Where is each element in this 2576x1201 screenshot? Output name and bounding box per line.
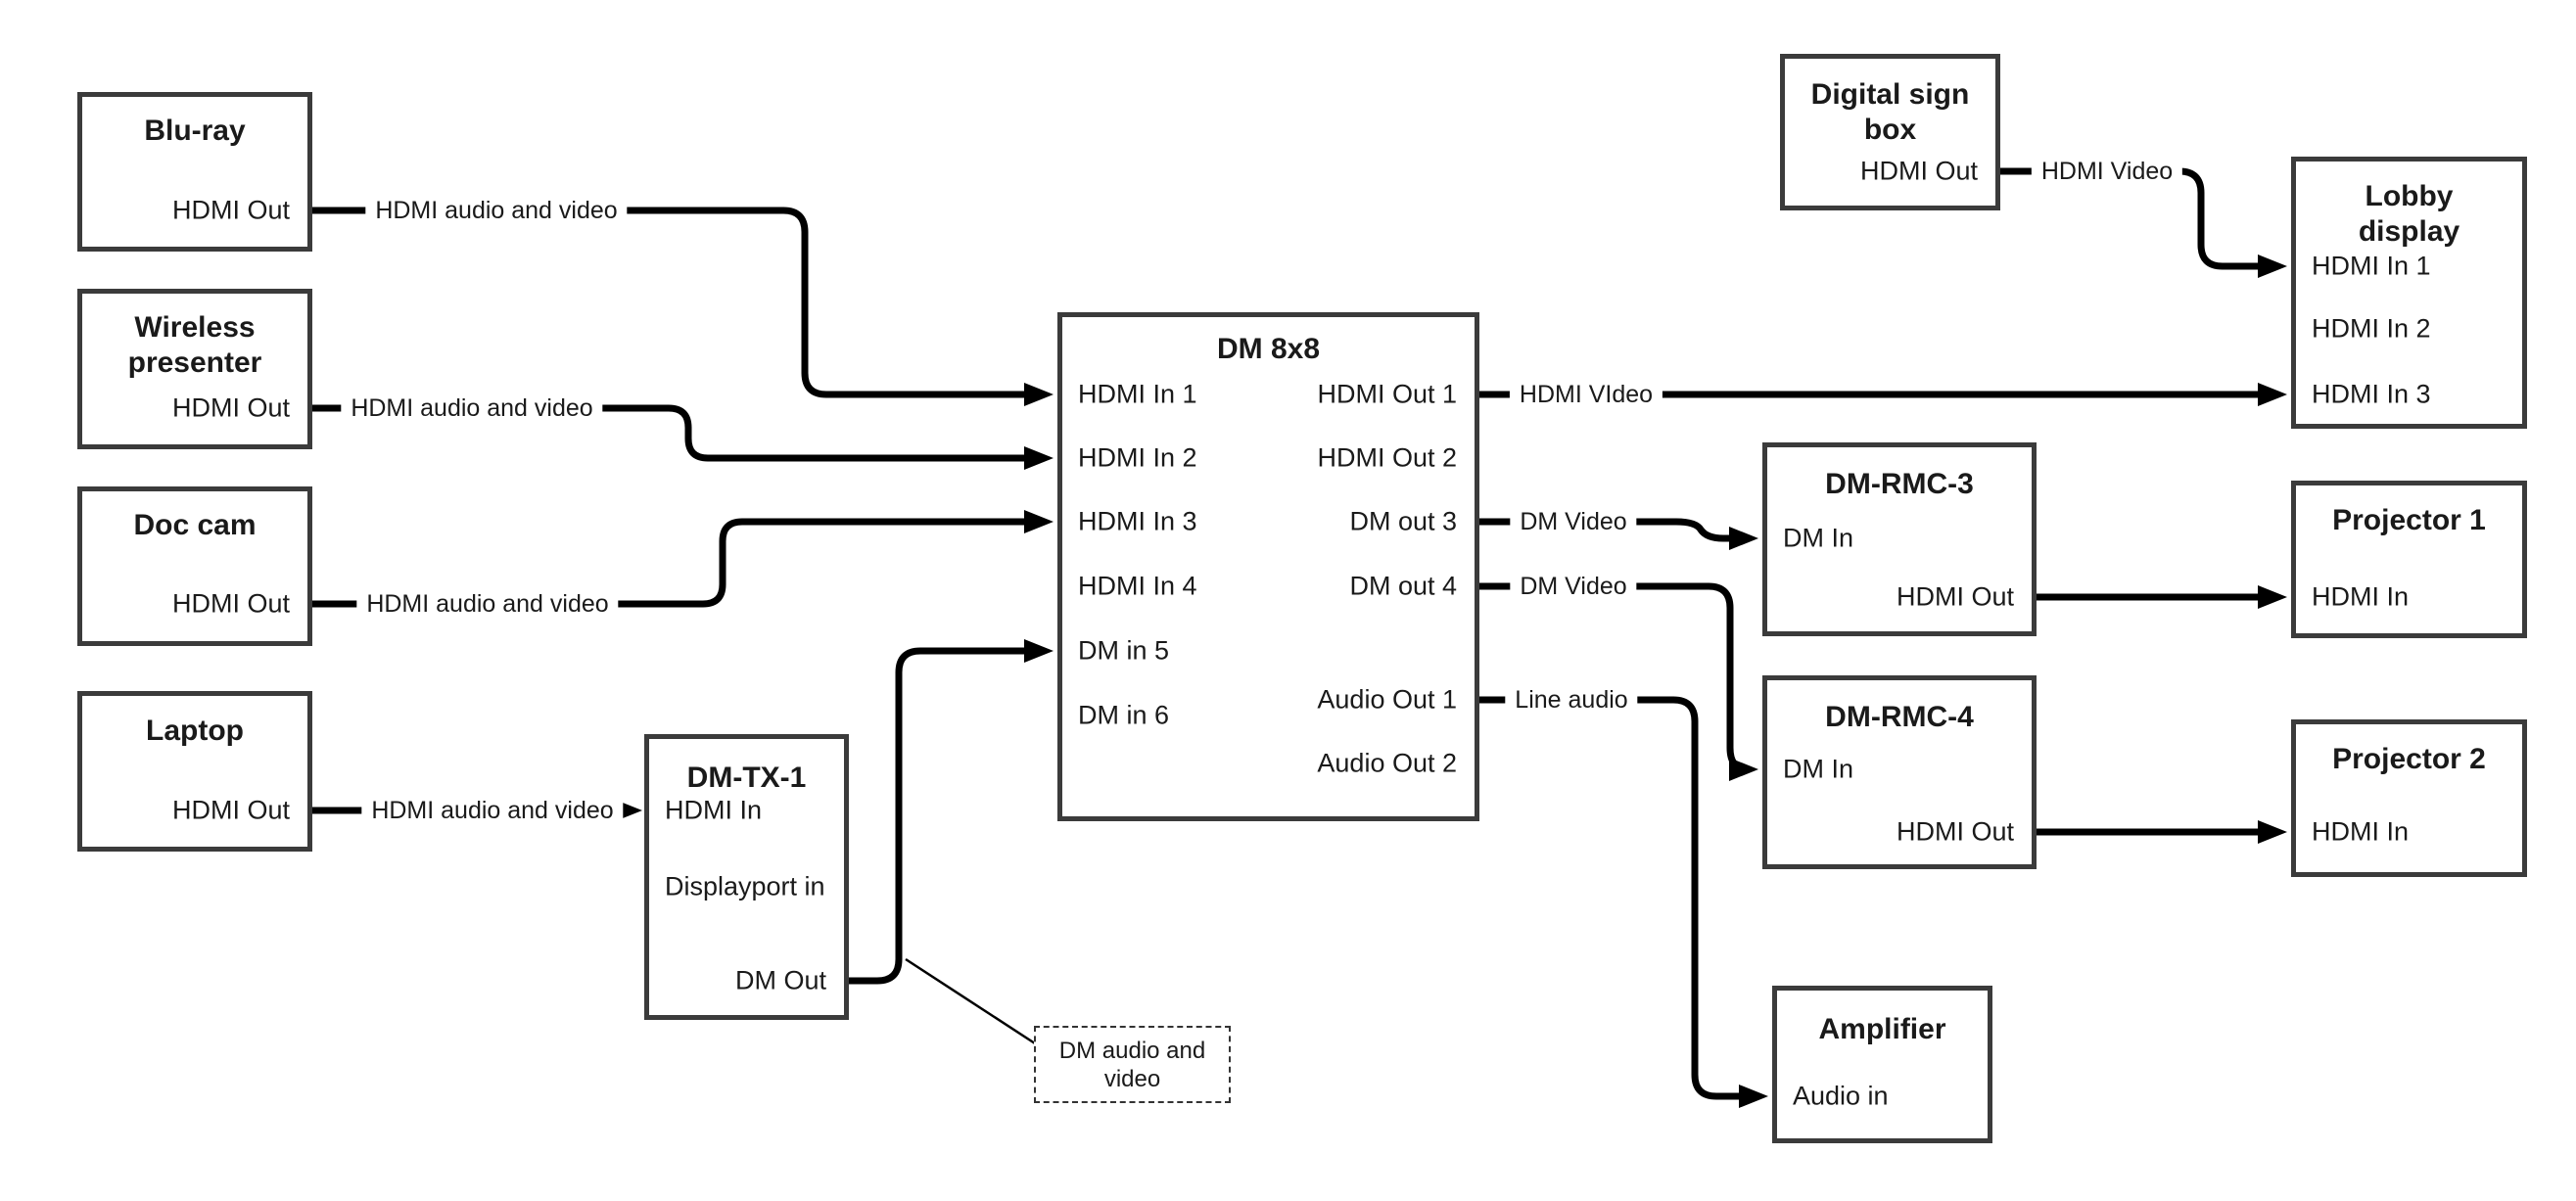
node-digital-sign-title-line1: Digital sign [1810, 78, 1970, 111]
node-projector1-title: Projector 1 [2332, 504, 2486, 536]
arrowhead-dmrmc3-dm-in [1729, 527, 1758, 550]
cable-bluray-to-dm8x8-in1 [312, 207, 1028, 398]
port-laptop-hdmi-out: HDMI Out [171, 795, 290, 825]
edge-label-hdmi-video-out1: HDMI VIdeo [1509, 380, 1663, 409]
port-dmrmc4-dm-in: DM In [1783, 754, 1854, 784]
node-laptop-title: Laptop [146, 715, 244, 747]
cable-dmtx1-to-dm8x8-in5 [849, 647, 1028, 985]
port-dmtx1-dm-out: DM Out [734, 965, 826, 995]
port-projector1-hdmi-in: HDMI In [2312, 581, 2410, 612]
arrowhead-projector1-hdmi-in [2258, 585, 2287, 609]
node-amplifier: Amplifier Audio in [1772, 986, 1992, 1143]
node-digital-sign-box: Digital sign box HDMI Out [1780, 54, 2000, 210]
node-lobby-title-line2: display [2358, 215, 2460, 248]
port-dm8x8-hdmi-in-2: HDMI In 2 [1078, 442, 1197, 473]
node-digital-sign-title-line2: box [1863, 114, 1917, 146]
port-dm8x8-hdmi-in-1: HDMI In 1 [1078, 379, 1197, 409]
arrowhead-dm8x8-in2 [1024, 446, 1054, 470]
port-dm8x8-dm-out-4: DM out 4 [1349, 571, 1457, 601]
note-leader-line [905, 957, 1036, 1045]
node-dm8x8-title: DM 8x8 [1216, 333, 1321, 365]
cable-dm8x8-out4-to-dmrmc4 [1479, 582, 1749, 773]
node-dmrmc3-title: DM-RMC-3 [1825, 468, 1974, 500]
port-amplifier-audio-in: Audio in [1793, 1081, 1889, 1111]
node-projector2-title: Projector 2 [2332, 743, 2486, 775]
node-doccam-title: Doc cam [133, 509, 257, 541]
arrowhead-lobby-in1 [2258, 254, 2287, 278]
edge-label-sign-hdmi-video: HDMI Video [2031, 157, 2183, 186]
note-line2: video [1103, 1065, 1161, 1092]
port-dm8x8-hdmi-out-1: HDMI Out 1 [1317, 379, 1457, 409]
port-dmtx1-hdmi-in: HDMI In [665, 795, 763, 825]
port-dm8x8-audio-out-1: Audio Out 1 [1317, 684, 1457, 715]
cable-wireless-to-dm8x8-in2 [312, 404, 1028, 462]
arrowhead-dm8x8-in5 [1024, 639, 1054, 663]
port-dm8x8-hdmi-in-4: HDMI In 4 [1078, 571, 1197, 601]
port-doccam-hdmi-out: HDMI Out [171, 588, 290, 619]
node-dmtx1-title: DM-TX-1 [686, 762, 807, 794]
cable-dm8x8-aout1-to-amplifier [1479, 696, 1739, 1100]
edge-label-dm-video-out3: DM Video [1510, 507, 1637, 536]
node-bluray: Blu-ray HDMI Out [77, 92, 312, 252]
port-wireless-hdmi-out: HDMI Out [171, 393, 290, 423]
port-dm8x8-hdmi-out-2: HDMI Out 2 [1317, 442, 1457, 473]
arrowhead-dm8x8-in1 [1024, 383, 1054, 406]
cable-dm8x8-out3-to-dmrmc3 [1479, 518, 1731, 542]
port-digital-sign-hdmi-out: HDMI Out [1859, 156, 1978, 186]
port-lobby-hdmi-in-3: HDMI In 3 [2312, 379, 2431, 409]
port-dmrmc3-dm-in: DM In [1783, 523, 1854, 553]
node-wireless-presenter: Wireless presenter HDMI Out [77, 289, 312, 449]
edge-label-line-audio: Line audio [1505, 685, 1638, 715]
node-lobby-title-line1: Lobby [2365, 180, 2454, 212]
arrowhead-lobby-in3 [2258, 383, 2287, 406]
node-dmrmc3: DM-RMC-3 DM In HDMI Out [1762, 442, 2037, 636]
port-dmrmc3-hdmi-out: HDMI Out [1896, 581, 2014, 612]
cable-doccam-to-dm8x8-in3 [312, 518, 1028, 608]
arrowhead-dmrmc4-dm-in [1729, 758, 1758, 781]
node-dmrmc4: DM-RMC-4 DM In HDMI Out [1762, 675, 2037, 869]
node-doccam: Doc cam HDMI Out [77, 486, 312, 646]
port-dmrmc4-hdmi-out: HDMI Out [1896, 816, 2014, 847]
node-lobby-display: Lobby display HDMI In 1 HDMI In 2 HDMI I… [2291, 157, 2527, 429]
node-wireless-title-line1: Wireless [134, 311, 256, 344]
node-laptop: Laptop HDMI Out [77, 691, 312, 852]
note-line1: DM audio and [1058, 1037, 1206, 1064]
edge-label-bluray-hdmi-av: HDMI audio and video [365, 196, 628, 225]
port-projector2-hdmi-in: HDMI In [2312, 816, 2410, 847]
arrowhead-dm8x8-in3 [1024, 510, 1054, 533]
node-dmtx1: DM-TX-1 HDMI In Displayport in DM Out [644, 734, 849, 1020]
port-dm8x8-dm-out-3: DM out 3 [1349, 506, 1457, 536]
port-bluray-hdmi-out: HDMI Out [171, 195, 290, 225]
port-dm8x8-audio-out-2: Audio Out 2 [1317, 748, 1457, 778]
node-dmrmc4-title: DM-RMC-4 [1825, 701, 1974, 733]
port-lobby-hdmi-in-2: HDMI In 2 [2312, 313, 2431, 344]
node-projector1: Projector 1 HDMI In [2291, 481, 2527, 638]
port-dm8x8-hdmi-in-3: HDMI In 3 [1078, 506, 1197, 536]
edge-label-wireless-hdmi-av: HDMI audio and video [341, 393, 603, 423]
node-dm8x8: DM 8x8 HDMI In 1 HDMI In 2 HDMI In 3 HDM… [1057, 312, 1479, 821]
edge-label-doccam-hdmi-av: HDMI audio and video [356, 589, 619, 619]
port-dmtx1-displayport-in: Displayport in [665, 871, 825, 901]
arrowhead-projector2-hdmi-in [2258, 820, 2287, 844]
node-amplifier-title: Amplifier [1818, 1013, 1946, 1045]
port-dm8x8-dm-in-6: DM in 6 [1078, 700, 1170, 730]
arrowhead-amplifier-audio-in [1739, 1085, 1768, 1108]
node-bluray-title: Blu-ray [144, 115, 246, 147]
node-projector2: Projector 2 HDMI In [2291, 719, 2527, 877]
edge-label-laptop-hdmi-av: HDMI audio and video [361, 796, 624, 825]
port-lobby-hdmi-in-1: HDMI In 1 [2312, 251, 2431, 281]
node-wireless-title-line2: presenter [127, 346, 262, 379]
edge-label-dm-video-out4: DM Video [1510, 572, 1637, 601]
cable-sign-to-lobby-in1 [2000, 167, 2258, 270]
port-dm8x8-dm-in-5: DM in 5 [1078, 635, 1170, 666]
note-dm-audio-video: DM audio and video [1034, 1026, 1231, 1103]
